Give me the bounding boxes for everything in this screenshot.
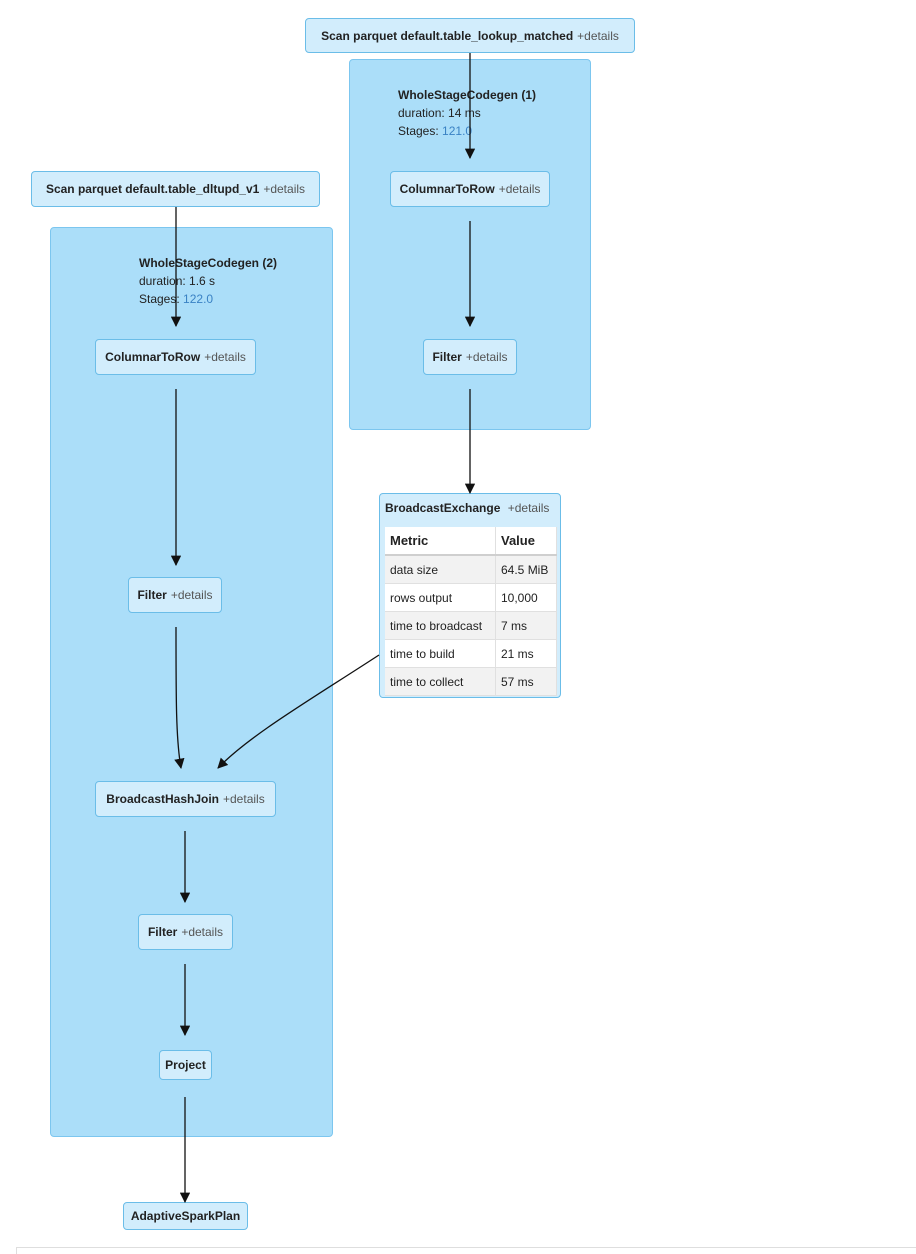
table-row: time to build 21 ms xyxy=(385,639,557,668)
metric-cell: time to collect xyxy=(385,667,496,696)
node-name: Filter xyxy=(137,588,167,602)
metrics-table: Metric Value data size 64.5 MiB rows out… xyxy=(385,527,557,696)
node-name: ColumnarToRow xyxy=(399,182,495,196)
cluster-info-wsc1: WholeStageCodegen (1) duration: 14 ms St… xyxy=(398,86,536,140)
details-link[interactable]: +details xyxy=(170,588,213,602)
metric-cell: time to build xyxy=(385,639,496,668)
details-link[interactable]: +details xyxy=(223,792,265,806)
node-name: AdaptiveSparkPlan xyxy=(130,1209,241,1223)
node-broadcast-hash-join[interactable]: BroadcastHashJoin +details xyxy=(95,781,276,817)
node-columnar-to-row-2[interactable]: ColumnarToRow +details xyxy=(95,339,256,375)
value-cell: 64.5 MiB xyxy=(495,555,557,584)
table-row: time to collect 57 ms xyxy=(385,667,557,696)
node-name: Project xyxy=(165,1058,206,1072)
node-scan-table-lookup-matched[interactable]: Scan parquet default.table_lookup_matche… xyxy=(305,18,635,53)
value-column-header: Value xyxy=(495,527,557,556)
details-link[interactable]: +details xyxy=(204,350,246,364)
node-name: Filter xyxy=(432,350,462,364)
bottom-panel-edge xyxy=(16,1247,916,1254)
cluster-duration: duration: 14 ms xyxy=(398,106,481,120)
node-filter-1[interactable]: Filter +details xyxy=(423,339,517,375)
cluster-title: WholeStageCodegen (1) xyxy=(398,88,537,102)
value-cell: 10,000 xyxy=(495,583,557,612)
node-name: ColumnarToRow xyxy=(105,350,201,364)
metrics-header-row: Metric Value xyxy=(385,527,557,556)
node-filter-3[interactable]: Filter +details xyxy=(138,914,233,950)
node-adaptive-spark-plan[interactable]: AdaptiveSparkPlan xyxy=(123,1202,248,1230)
details-link[interactable]: +details xyxy=(498,182,541,196)
cluster-title: WholeStageCodegen (2) xyxy=(139,256,278,270)
value-cell: 21 ms xyxy=(495,639,557,668)
details-link[interactable]: +details xyxy=(465,350,508,364)
node-name: BroadcastExchange xyxy=(385,501,501,515)
cluster-info-wsc2: WholeStageCodegen (2) duration: 1.6 s St… xyxy=(139,254,277,308)
node-scan-table-dltupd-v1[interactable]: Scan parquet default.table_dltupd_v1 +de… xyxy=(31,171,320,207)
stage-link[interactable]: 122.0 xyxy=(183,292,214,306)
table-row: rows output 10,000 xyxy=(385,583,557,612)
details-link[interactable]: +details xyxy=(577,28,619,43)
details-link[interactable]: +details xyxy=(263,182,306,196)
metric-column-header: Metric xyxy=(385,527,496,556)
node-columnar-to-row-1[interactable]: ColumnarToRow +details xyxy=(390,171,550,207)
metric-cell: time to broadcast xyxy=(385,611,496,640)
details-link[interactable]: +details xyxy=(181,925,224,939)
node-broadcast-exchange[interactable]: BroadcastExchange +details Metric Value … xyxy=(379,493,561,698)
value-cell: 57 ms xyxy=(495,667,557,696)
table-row: data size 64.5 MiB xyxy=(385,555,557,584)
details-link[interactable]: +details xyxy=(507,501,550,515)
table-row: time to broadcast 7 ms xyxy=(385,611,557,640)
value-cell: 7 ms xyxy=(495,611,557,640)
metric-cell: data size xyxy=(385,555,496,584)
stages-label: Stages: xyxy=(139,292,180,306)
metric-cell: rows output xyxy=(385,583,496,612)
node-header: BroadcastExchange +details xyxy=(380,494,560,520)
node-name: Filter xyxy=(147,925,178,939)
node-filter-2[interactable]: Filter +details xyxy=(128,577,222,613)
node-name: BroadcastHashJoin xyxy=(106,792,219,806)
node-project[interactable]: Project xyxy=(159,1050,212,1080)
stages-label: Stages: xyxy=(398,124,439,138)
stage-link[interactable]: 121.0 xyxy=(442,124,473,138)
node-name: Scan parquet default.table_dltupd_v1 xyxy=(45,182,260,196)
node-name: Scan parquet default.table_lookup_matche… xyxy=(321,28,574,43)
cluster-duration: duration: 1.6 s xyxy=(139,274,216,288)
